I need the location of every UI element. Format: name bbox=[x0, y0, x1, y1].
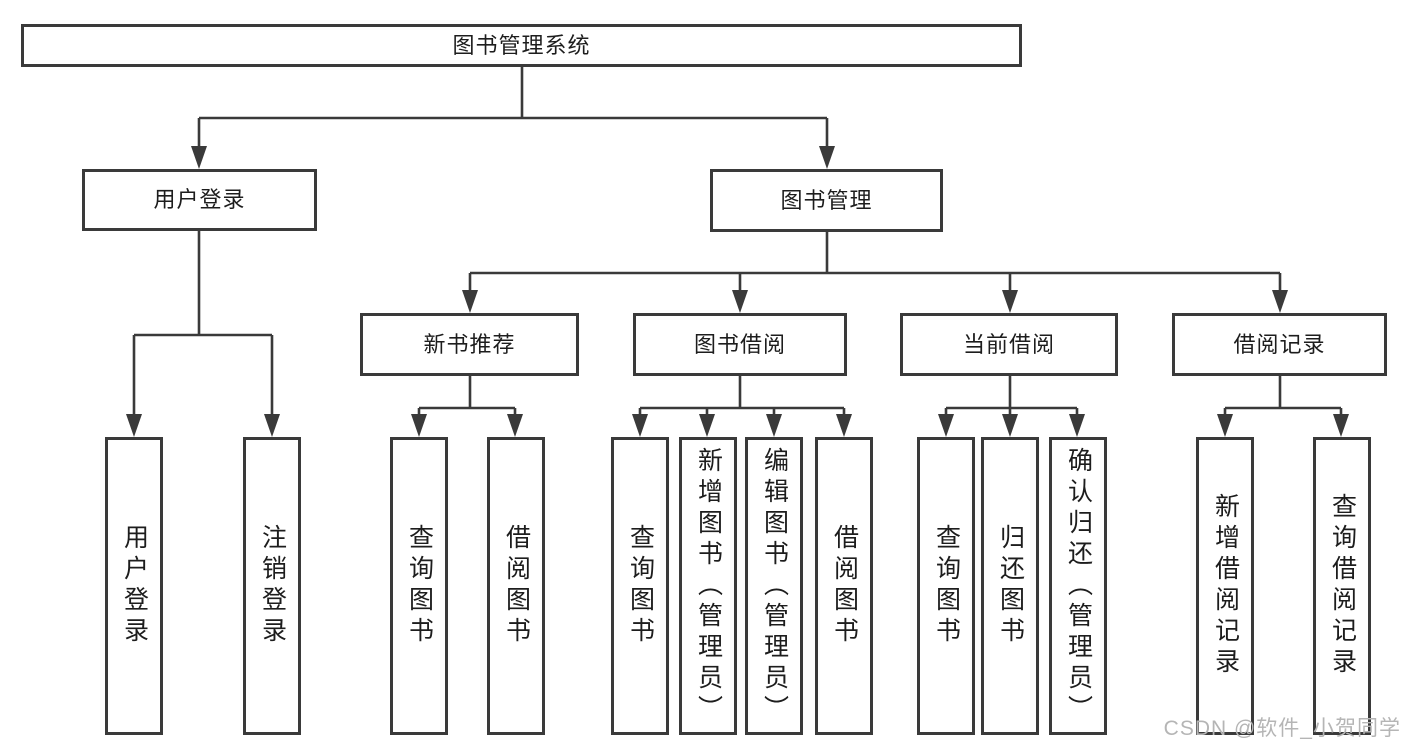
leaf-borrow-books: 借阅图书 bbox=[815, 437, 873, 735]
leaf-query-books-current: 查询图书 bbox=[917, 437, 975, 735]
leaf-edit-books-admin: 编辑图书（管理员） bbox=[745, 437, 803, 735]
leaf-confirm-return-admin: 确认归还（管理员） bbox=[1049, 437, 1107, 735]
node-book-management: 图书管理 bbox=[710, 169, 943, 232]
leaf-add-books-admin: 新增图书（管理员） bbox=[679, 437, 737, 735]
node-user-login: 用户登录 bbox=[82, 169, 317, 231]
node-borrowing-records: 借阅记录 bbox=[1172, 313, 1387, 376]
node-new-book-recommend: 新书推荐 bbox=[360, 313, 579, 376]
csdn-watermark: CSDN @软件_小贺同学 bbox=[1163, 717, 1401, 740]
leaf-return-books: 归还图书 bbox=[981, 437, 1039, 735]
node-current-borrowing: 当前借阅 bbox=[900, 313, 1118, 376]
leaf-borrow-books-recommend: 借阅图书 bbox=[487, 437, 545, 735]
node-root: 图书管理系统 bbox=[21, 24, 1022, 67]
leaf-query-books-borrowing: 查询图书 bbox=[611, 437, 669, 735]
leaf-query-books-recommend: 查询图书 bbox=[390, 437, 448, 735]
leaf-user-login: 用户登录 bbox=[105, 437, 163, 735]
node-book-borrowing: 图书借阅 bbox=[633, 313, 847, 376]
leaf-query-borrow-record: 查询借阅记录 bbox=[1313, 437, 1371, 735]
leaf-logout: 注销登录 bbox=[243, 437, 301, 735]
leaf-add-borrow-record: 新增借阅记录 bbox=[1196, 437, 1254, 735]
